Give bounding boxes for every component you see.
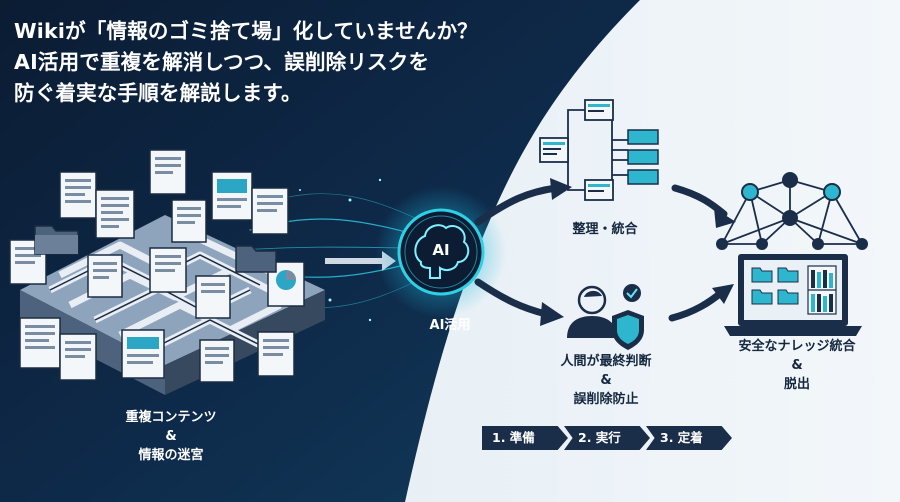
result-label: 安全なナレッジ統合 & 脱出 — [712, 337, 882, 394]
human-label-line-2: & — [600, 373, 612, 388]
headline-line-3: 防ぐ着実な手順を解説します。 — [14, 81, 302, 105]
user-icon — [567, 285, 617, 338]
organize-label-text: 整理・統合 — [572, 222, 638, 237]
step-chevrons: 1. 準備 2. 実行 3. 定着 — [482, 426, 732, 450]
step-establish: 3. 定着 — [646, 426, 732, 450]
network-icon — [716, 172, 868, 250]
brain-icon: AI — [375, 186, 507, 318]
ai-label-text: AI活用 — [429, 318, 471, 333]
human-label-line-3: 誤削除防止 — [573, 392, 639, 407]
result-label-line-1: 安全なナレッジ統合 — [738, 339, 856, 354]
arrow-ai-to-human — [474, 278, 550, 318]
human-label-line-1: 人間が最終判断 — [560, 354, 652, 369]
flowchart-icon — [539, 99, 659, 201]
result-label-line-2: & — [791, 358, 803, 373]
arrow-ai-to-organize — [474, 184, 560, 226]
laptop-icon — [724, 254, 862, 336]
arrow-organize-to-result — [671, 184, 728, 218]
shield-check-icon — [612, 284, 644, 350]
folder-icon — [34, 225, 277, 273]
document-icon — [9, 149, 305, 383]
human-judgement-label: 人間が最終判断 & 誤削除防止 — [536, 352, 676, 409]
ai-badge-text: AI — [432, 241, 449, 259]
arrow-into-ai — [325, 251, 396, 271]
organize-label: 整理・統合 — [540, 220, 670, 239]
maze-label-line-2: & — [165, 429, 177, 444]
headline-line-1: Wikiが「情報のゴミ捨て場」化していませんか？ — [14, 19, 478, 43]
step-prepare: 1. 準備 — [482, 426, 568, 450]
maze-label-line-1: 重複コンテンツ — [125, 410, 217, 425]
maze-label: 重複コンテンツ & 情報の迷宮 — [96, 408, 246, 465]
maze-label-line-3: 情報の迷宮 — [138, 448, 204, 463]
bookshelf-icon — [807, 265, 837, 315]
headline: Wikiが「情報のゴミ捨て場」化していませんか？ AI活用で重複を解消しつつ、誤… — [14, 16, 614, 109]
step-execute: 2. 実行 — [564, 426, 650, 450]
result-label-line-3: 脱出 — [783, 377, 810, 392]
ai-label: AI活用 — [405, 316, 495, 335]
headline-line-2: AI活用で重複を解消しつつ、誤削除リスクを — [14, 50, 430, 74]
